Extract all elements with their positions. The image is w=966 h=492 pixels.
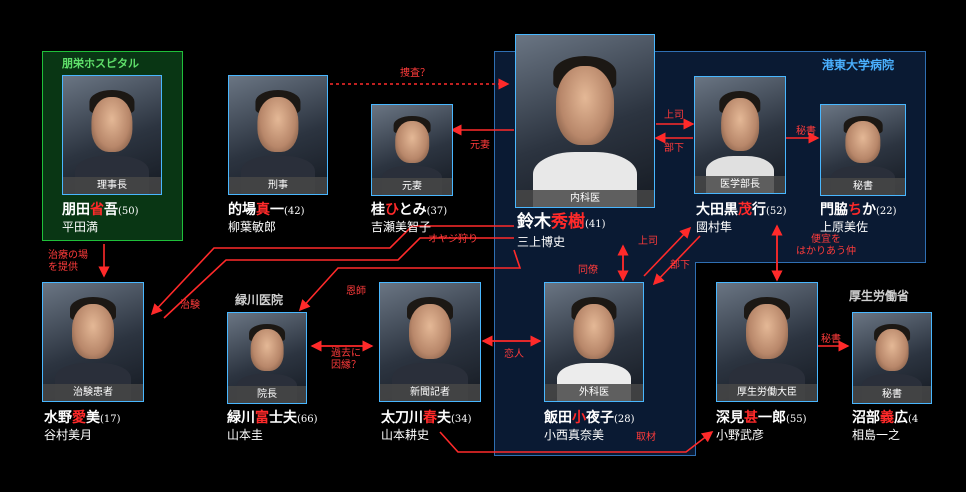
portrait-photo: 新聞記者 (379, 282, 481, 402)
rel-dosei: 同僚 (578, 265, 598, 276)
portrait-photo: 厚生労働大臣 (716, 282, 818, 402)
rel-onshi: 恩師 (346, 286, 366, 297)
role-label: 秘書 (821, 178, 905, 195)
role-label: 秘書 (853, 386, 931, 403)
portrait-photo: 秘書 (820, 104, 906, 196)
person-name: 沼部義広(4 (852, 410, 919, 426)
org-mhlw-title: 厚生労働省 (849, 289, 910, 303)
role-label: 新聞記者 (380, 384, 480, 401)
person-name: 大田黒茂行(52) (696, 202, 787, 218)
portrait-photo: 院長 (227, 312, 307, 404)
rel-sousa: 捜査？ (400, 68, 430, 79)
portrait-photo: 理事長 (62, 75, 162, 195)
actor-name: 平田満 (62, 220, 99, 234)
role-label: 刑事 (229, 177, 327, 194)
univ-panel-step-v (695, 262, 696, 456)
role-label: 理事長 (63, 177, 161, 194)
actor-name: 相島一之 (852, 428, 901, 442)
person-name: 太刀川春夫(34) (381, 410, 472, 426)
portrait-photo: 元妻 (371, 104, 453, 196)
rel-hisho2: 秘書 (821, 334, 841, 345)
rel-buka1: 部下 (664, 143, 684, 154)
portrait-photo: 医学部長 (694, 76, 786, 194)
org-hosp-title: 朋栄ホスピタル (62, 57, 139, 70)
role-label: 厚生労働大臣 (717, 384, 817, 401)
person-name: 桂ひとみ(37) (371, 202, 448, 218)
actor-name: 谷村美月 (44, 428, 93, 442)
person-name: 緑川富士夫(66) (227, 410, 318, 426)
portrait-photo: 内科医 (515, 34, 655, 208)
person-name: 鈴木秀樹(41) (517, 212, 606, 232)
line-joshi2 (643, 226, 692, 277)
actor-name: 山本圭 (227, 428, 264, 442)
person-name: 朋田省吾(50) (62, 202, 139, 218)
line-chiken (163, 237, 514, 319)
portrait-photo: 治験患者 (42, 282, 144, 402)
rel-chiken: 治験 (180, 300, 200, 311)
actor-name: 吉瀬美智子 (371, 220, 432, 234)
role-label: 治験患者 (43, 384, 143, 401)
univ-panel-step (695, 262, 926, 263)
line-onshi (298, 249, 522, 312)
role-label: 外科医 (545, 384, 643, 401)
rel-benigi: 便宜を はかりあう仲 (796, 234, 856, 257)
actor-name: 山本耕史 (381, 428, 430, 442)
rel-kako: 過去に 因縁？ (331, 348, 361, 371)
rel-hisho1: 秘書 (796, 126, 816, 137)
actor-name: 小野武彦 (716, 428, 765, 442)
rel-chiryo: 治療の場 を提供 (48, 250, 88, 273)
portrait-photo: 秘書 (852, 312, 932, 404)
line-buka2 (652, 235, 701, 286)
role-label: 内科医 (516, 190, 654, 207)
role-label: 院長 (228, 386, 306, 403)
role-label: 医学部長 (695, 176, 785, 193)
rel-shuzai: 取材 (636, 432, 656, 443)
rel-joshi1: 上司 (664, 110, 684, 121)
org-univ-title: 港東大学病院 (822, 58, 895, 72)
portrait-photo: 刑事 (228, 75, 328, 195)
actor-name: 小西真奈美 (544, 428, 605, 442)
actor-name: 上原美佐 (820, 220, 869, 234)
actor-name: 國村隼 (696, 220, 733, 234)
actor-name: 三上博史 (517, 235, 566, 249)
portrait-photo: 外科医 (544, 282, 644, 402)
rel-oyaji: オヤジ狩り (428, 234, 478, 245)
person-name: 的場真一(42) (228, 202, 305, 218)
actor-name: 柳葉敏郎 (228, 220, 277, 234)
person-name: 水野愛美(17) (44, 410, 121, 426)
rel-buka2: 部下 (670, 260, 690, 271)
rel-koibito: 恋人 (504, 349, 524, 360)
person-name: 深見甚一郎(55) (716, 410, 807, 426)
line-oyaji (150, 225, 514, 316)
rel-motozuma: 元妻 (470, 140, 490, 151)
org-midori-title: 緑川医院 (235, 293, 284, 307)
line-shuzai (439, 431, 714, 453)
rel-joshi2: 上司 (638, 236, 658, 247)
role-label: 元妻 (372, 178, 452, 195)
person-name: 飯田小夜子(28) (544, 410, 635, 426)
person-name: 門脇ちか(22) (820, 202, 897, 218)
